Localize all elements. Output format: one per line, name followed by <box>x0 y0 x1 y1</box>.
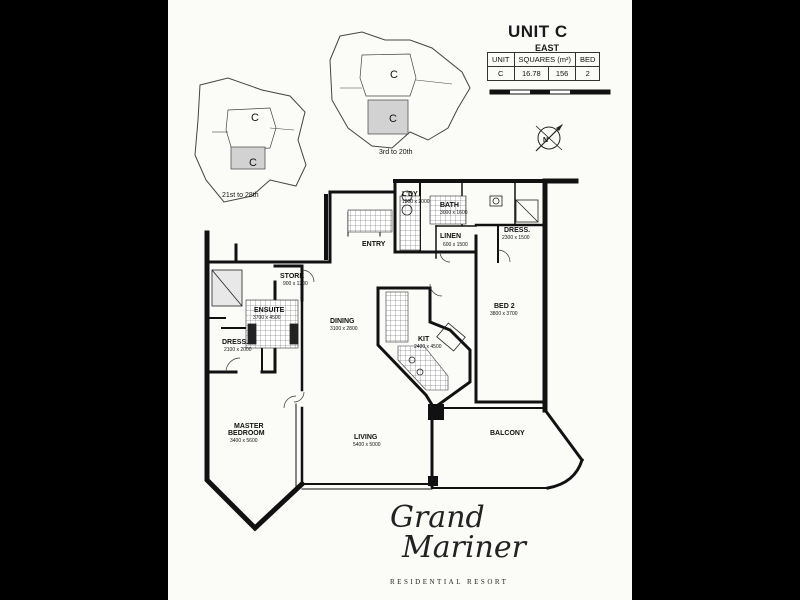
room-entry-label: ENTRY <box>362 241 386 248</box>
brand-logo-line1: Grand <box>390 500 485 535</box>
keyplan-floors-label: 21st to 28th <box>222 192 259 199</box>
room-living-label: LIVING <box>354 434 378 441</box>
room-dining-dims: 3100 x 2800 <box>330 326 358 332</box>
floor-plan-drawing: N C C 21st to 28th C C 3rd to 20th <box>194 31 611 532</box>
room-master-label-2: BEDROOM <box>228 430 265 437</box>
unit-subtitle: EAST <box>535 43 560 53</box>
door-swings <box>225 249 511 409</box>
info-cell-m2: 156 <box>548 66 576 81</box>
floor-plan-sheet: UNIT C EAST UNIT SQUARES (m²) BED C 16.7… <box>168 0 632 600</box>
room-kit-label: KIT <box>418 336 430 343</box>
north-compass-icon: N <box>535 124 563 152</box>
keyplan-unit-label: C <box>251 112 259 124</box>
keyplan-21st-28th: C C 21st to 28th <box>194 77 307 203</box>
info-table-row: C 16.78 156 2 <box>487 66 601 81</box>
room-dress2-label: DRESS. <box>504 227 530 234</box>
unit-info-table: UNIT SQUARES (m²) BED C 16.78 156 2 <box>487 52 601 81</box>
room-ensuite-label: ENSUITE <box>254 307 285 314</box>
room-dress1-dims: 2100 x 2000 <box>224 347 252 353</box>
room-ldy-dims: 1800 x 2000 <box>402 199 430 205</box>
room-store-dims: 900 x 1300 <box>283 281 308 287</box>
keyplan-floors-label: 3rd to 20th <box>379 149 413 156</box>
tiled-floor-areas <box>245 195 467 391</box>
room-ldy-label: L'DY <box>402 191 418 198</box>
room-master-label: MASTER <box>234 423 264 430</box>
room-living-dims: 5400 x 5000 <box>353 442 381 448</box>
keyplan-unit-label: C <box>389 113 397 125</box>
room-dress2-dims: 2300 x 1500 <box>502 235 530 241</box>
room-labels: L'DY 1800 x 2000 BATH 3000 x 1600 LINEN … <box>222 191 530 448</box>
keyplan-unit-label: C <box>390 69 398 81</box>
brand-tagline: RESIDENTIAL RESORT <box>390 578 509 586</box>
room-linen-dims: 600 x 1500 <box>443 242 468 248</box>
room-dress1-label: DRESS. <box>222 339 248 346</box>
info-cell-squares: 16.78 <box>513 66 550 81</box>
room-linen-label: LINEN <box>440 233 461 240</box>
room-bed2-dims: 3800 x 3700 <box>490 311 518 317</box>
room-balcony-label: BALCONY <box>490 430 525 437</box>
room-bed2-label: BED 2 <box>494 303 515 310</box>
room-bath-label: BATH <box>440 202 459 209</box>
keyplan-unit-label: C <box>249 157 257 169</box>
compass-label: N <box>543 137 548 144</box>
fixtures <box>211 190 539 376</box>
room-ensuite-dims: 3700 x 4500 <box>253 315 281 321</box>
brand-logo-line2: Mariner <box>402 530 526 565</box>
scale-bar <box>489 89 611 95</box>
room-bath-dims: 3000 x 1600 <box>440 210 468 216</box>
room-master-dims: 3400 x 5600 <box>230 438 258 444</box>
room-kit-dims: 2400 x 4500 <box>414 344 442 350</box>
room-store-label: STORE <box>280 273 304 280</box>
info-cell-bed: 2 <box>574 66 601 81</box>
unit-title: UNIT C <box>508 22 568 41</box>
room-dining-label: DINING <box>330 318 355 325</box>
keyplan-3rd-20th: C C 3rd to 20th <box>329 31 471 156</box>
